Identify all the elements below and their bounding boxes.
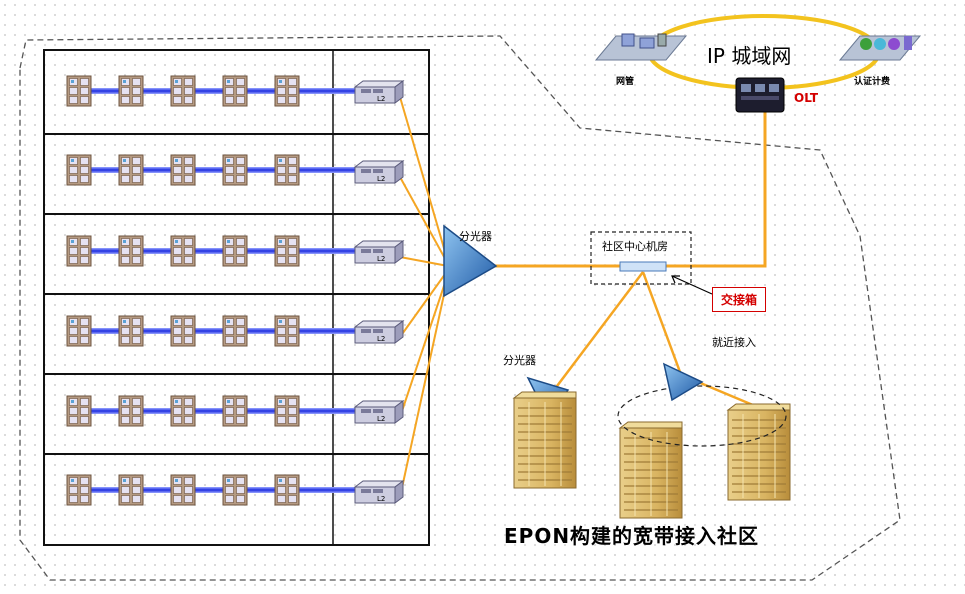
building-grid [43,49,430,546]
l2-switch-row-3 [354,240,404,264]
tower-left [513,391,577,489]
tower-middle [619,421,683,519]
auth-billing-label: 认证计费 [854,77,891,87]
main-splitter [443,224,498,298]
lower-splitter-label: 分光器 [503,354,536,367]
nearby-splitter [662,362,704,402]
fiber-drop-lines [399,96,449,498]
olt-device [735,77,785,113]
nearby-access-ring [617,385,787,447]
auth-billing-icon [838,35,922,61]
network-mgmt-label: 网管 [616,77,635,87]
l2-switch-row-1 [354,80,404,104]
diagram-title: EPON构建的宽带接入社区 [504,524,760,548]
community-center-label: 社区中心机房 [602,240,668,253]
ip-network-label: IP 城域网 [707,44,792,68]
tower-right [727,403,791,501]
main-splitter-label: 分光器 [459,230,492,243]
olt-label: OLT [794,91,819,105]
l2-switch-row-4 [354,320,404,344]
l2-switch-row-2 [354,160,404,184]
community-center-box [590,231,692,285]
cross-box-pointer [671,275,713,295]
network-mgmt-icon [594,33,688,61]
community-boundary [19,35,901,581]
nearby-access-label: 就近接入 [712,336,756,349]
fiber-trunk [490,112,767,268]
cross-box-label: 交接箱 [712,287,767,312]
copper-links [70,88,355,493]
cross-connect-device [619,261,667,272]
l2-switch-row-6 [354,480,404,504]
l2-switch-row-5 [354,400,404,424]
